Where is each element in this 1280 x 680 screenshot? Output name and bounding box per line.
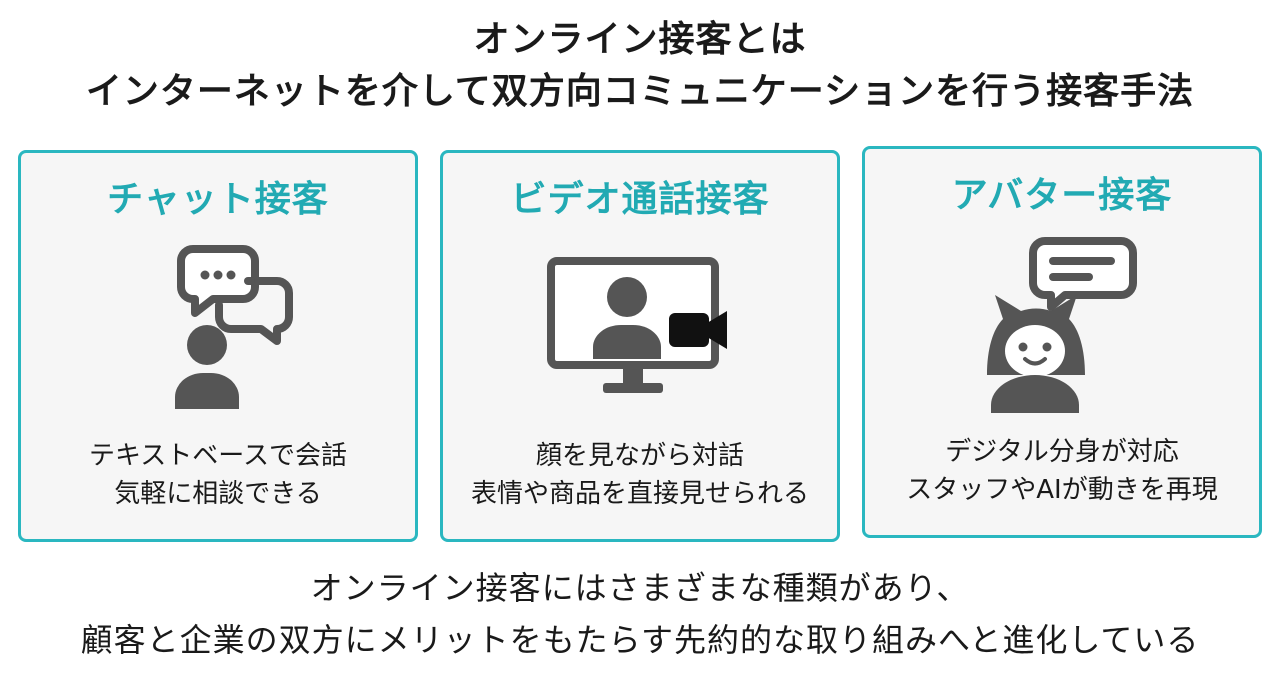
- page-title-line-1: オンライン接客とは: [473, 19, 807, 60]
- card-video-title: ビデオ通話接客: [510, 179, 770, 220]
- person-icon: [593, 277, 661, 359]
- avatar-icon: [987, 237, 1137, 413]
- card-chat-desc-line-1: テキストベースで会話: [89, 441, 347, 471]
- footer-line-1: オンライン接客にはさまざまな種類があり、: [310, 569, 970, 607]
- card-avatar-desc-line-1: デジタル分身が対応: [945, 437, 1179, 467]
- card-chat: チャット接客 テキストベースで会話 気軽に相談できる: [18, 150, 418, 542]
- card-avatar-title: アバター接客: [951, 175, 1173, 216]
- camera-icon: [669, 311, 727, 349]
- card-chat-description: テキストベースで会話 気軽に相談できる: [21, 437, 415, 513]
- card-video: ビデオ通話接客 顔を見ながら対話 表情や商品を直接見せられる: [440, 150, 840, 542]
- page-title: オンライン接客とは インターネットを介して双方向コミュニケーションを行う接客手法: [0, 14, 1280, 118]
- footer-line-2: 顧客と企業の双方にメリットをもたらす先約的な取り組みへと進化している: [80, 621, 1200, 659]
- card-avatar: アバター接客 デジタル分身が対応 スタッフやAIが動きを再現: [862, 146, 1262, 538]
- speech-bubble-icon: [177, 245, 259, 317]
- character-icon: [987, 295, 1085, 413]
- card-avatar-description: デジタル分身が対応 スタッフやAIが動きを再現: [865, 433, 1259, 509]
- card-video-desc-line-2: 表情や商品を直接見せられる: [470, 479, 809, 509]
- speech-bubble-icon: [1029, 237, 1137, 311]
- person-icon: [175, 325, 239, 409]
- chat-person-icon: [175, 245, 293, 409]
- card-chat-title: チャット接客: [107, 179, 329, 220]
- card-video-desc-line-1: 顔を見ながら対話: [535, 441, 744, 471]
- card-video-description: 顔を見ながら対話 表情や商品を直接見せられる: [443, 437, 837, 513]
- card-avatar-desc-line-2: スタッフやAIが動きを再現: [906, 475, 1218, 505]
- video-call-icon: [547, 257, 727, 393]
- page-title-line-2: インターネットを介して双方向コミュニケーションを行う接客手法: [85, 71, 1195, 112]
- footer-summary: オンライン接客にはさまざまな種類があり、 顧客と企業の双方にメリットをもたらす先…: [0, 562, 1280, 666]
- card-chat-desc-line-2: 気軽に相談できる: [114, 479, 322, 509]
